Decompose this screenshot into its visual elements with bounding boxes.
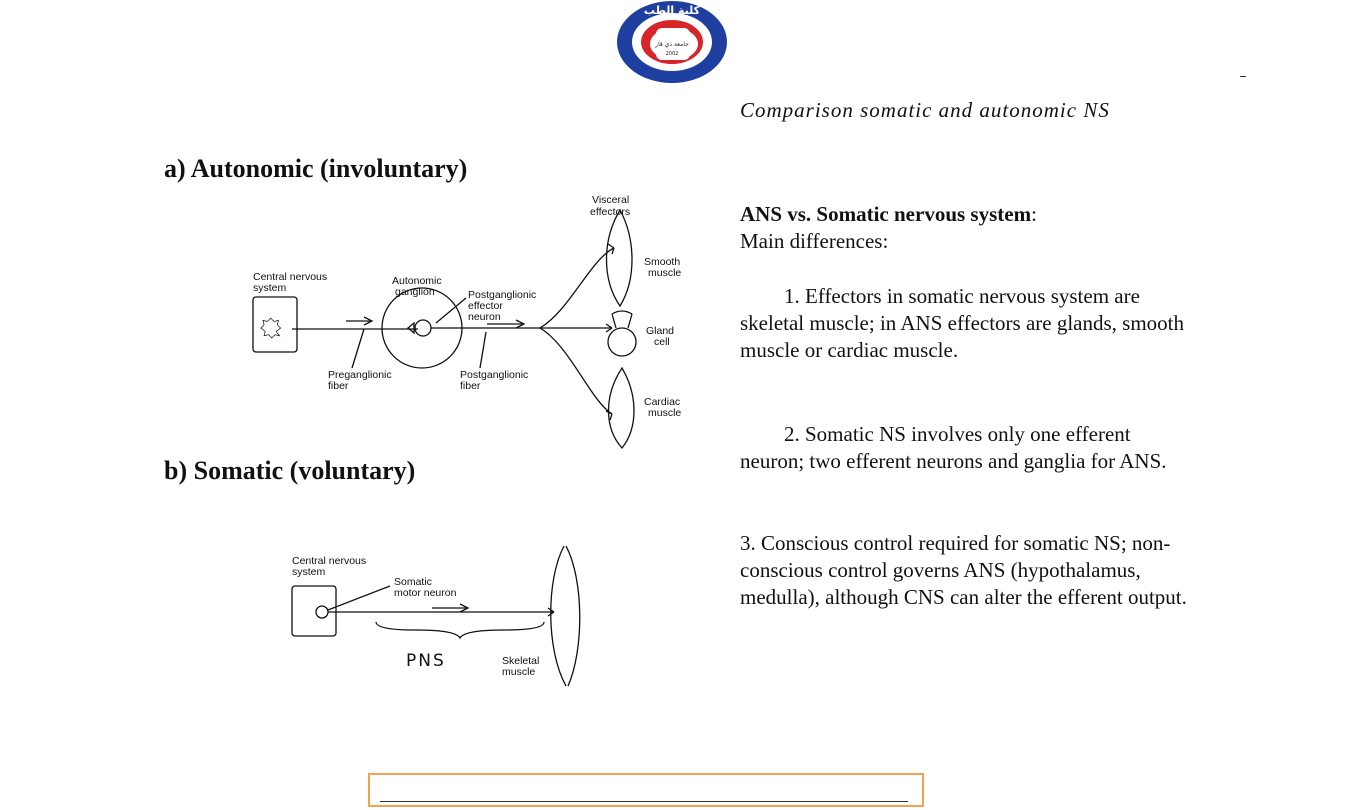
label-visceral-2: effectors: [590, 206, 630, 218]
somatic-label-skeletal-1: Skeletal: [502, 655, 539, 667]
label-post-neuron-1: Postganglionic: [468, 289, 536, 301]
comparison-subheading: Main differences:: [740, 229, 889, 253]
somatic-label-skeletal-2: muscle: [502, 666, 535, 678]
label-ganglion-1: Autonomic: [392, 275, 442, 287]
logo-arabic-center: جامعة ذي قار: [654, 41, 689, 48]
label-post-fiber-2: fiber: [460, 380, 481, 392]
footer-rule: [380, 801, 908, 802]
label-cardiac-1: Cardiac: [644, 396, 680, 408]
label-cns-1: Central nervous: [253, 271, 327, 283]
difference-point-1: 1. Effectors in somatic nervous system a…: [740, 284, 1185, 362]
label-gland-1: Gland: [646, 325, 674, 337]
difference-point-2: 2. Somatic NS involves only one efferent…: [740, 422, 1167, 473]
label-pre-fiber-2: fiber: [328, 380, 349, 392]
logo-arabic-top: كلية الطب: [644, 4, 701, 17]
label-post-fiber-1: Postganglionic: [460, 369, 528, 381]
label-smooth-1: Smooth: [644, 256, 680, 268]
logo-year: 2002: [666, 51, 679, 57]
somatic-label-cns-2: system: [292, 566, 326, 578]
corner-dash: [1240, 76, 1246, 77]
somatic-diagram: Central nervous system Somatic motor neu…: [280, 540, 610, 690]
comparison-heading: ANS vs. Somatic nervous system:: [740, 201, 1210, 228]
somatic-heading: b) Somatic (voluntary): [164, 456, 416, 485]
label-smooth-2: muscle: [648, 267, 681, 279]
label-post-neuron-3: neuron: [468, 311, 501, 323]
difference-point-3: 3. Conscious control required for somati…: [740, 531, 1187, 609]
college-logo: كلية الطب جامعة ذي قار 2002: [614, 0, 730, 84]
somatic-label-motor-2: motor neuron: [394, 587, 457, 599]
label-post-neuron-2: effector: [468, 300, 503, 312]
label-cardiac-2: muscle: [648, 407, 681, 419]
label-pre-fiber-1: Preganglionic: [328, 369, 392, 381]
comparison-heading-colon: :: [1031, 202, 1037, 226]
label-visceral-1: Visceral: [592, 194, 629, 206]
label-ganglion-2: ganglion: [395, 286, 435, 298]
footer-box: [368, 773, 924, 807]
somatic-label-motor-1: Somatic: [394, 576, 432, 588]
autonomic-diagram: Visceral effectors Central nervous syste…: [240, 190, 710, 450]
page-title: Comparison somatic and autonomic NS: [740, 98, 1110, 122]
label-cns-2: system: [253, 282, 287, 294]
somatic-label-cns-1: Central nervous: [292, 555, 366, 567]
comparison-heading-bold: ANS vs. Somatic nervous system: [740, 202, 1032, 226]
autonomic-heading: a) Autonomic (involuntary): [164, 154, 468, 183]
pns-handwritten-label: PNS: [406, 651, 446, 671]
label-gland-2: cell: [654, 336, 670, 348]
